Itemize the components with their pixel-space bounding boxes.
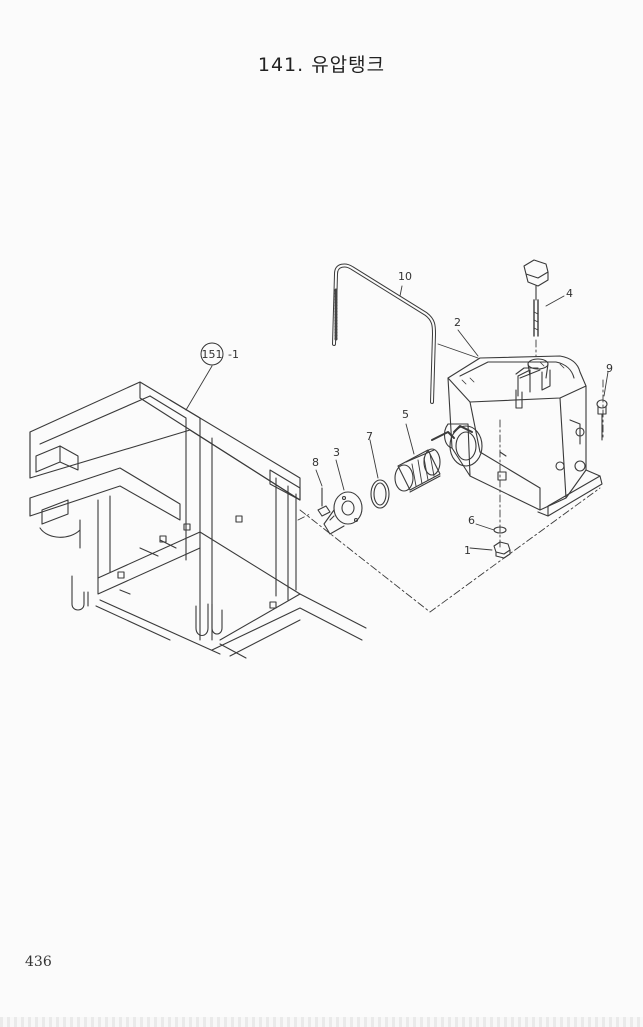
page-number: 436 [25, 954, 52, 970]
part-2-hydraulic-tank [443, 355, 603, 517]
part-5-filter-element [394, 431, 455, 493]
callout-2: 2 [454, 316, 461, 329]
machine-frame [29, 381, 367, 659]
page-title: 141. 유압탱크 [257, 54, 386, 76]
callout-3: 3 [333, 446, 340, 459]
callout-4: 4 [566, 287, 573, 300]
callout-9: 9 [606, 362, 613, 375]
part-1-drain-plug [493, 541, 511, 559]
scan-edge-strip [0, 1017, 643, 1027]
part-10-hose [332, 263, 436, 404]
part-7-o-ring [370, 479, 390, 509]
callout-1: 1 [464, 544, 471, 557]
callout-6: 6 [468, 514, 475, 527]
callout-numbers: 151 -1 10 2 4 9 5 7 3 8 6 1 [200, 270, 613, 557]
part-3-filter-cover [323, 491, 363, 535]
frame-reference-suffix: -1 [228, 348, 239, 361]
frame-reference-number: 151 [202, 348, 223, 361]
part-4-filler-cap-dipstick [523, 259, 549, 337]
part-8-cover-bolt [317, 487, 331, 517]
callout-leaders [185, 285, 609, 551]
callout-7: 7 [366, 430, 373, 443]
callout-8: 8 [312, 456, 319, 469]
callout-5: 5 [402, 408, 409, 421]
part-9-bolt [596, 399, 608, 441]
frame-reference-circle [200, 342, 224, 366]
callout-10: 10 [398, 270, 412, 283]
